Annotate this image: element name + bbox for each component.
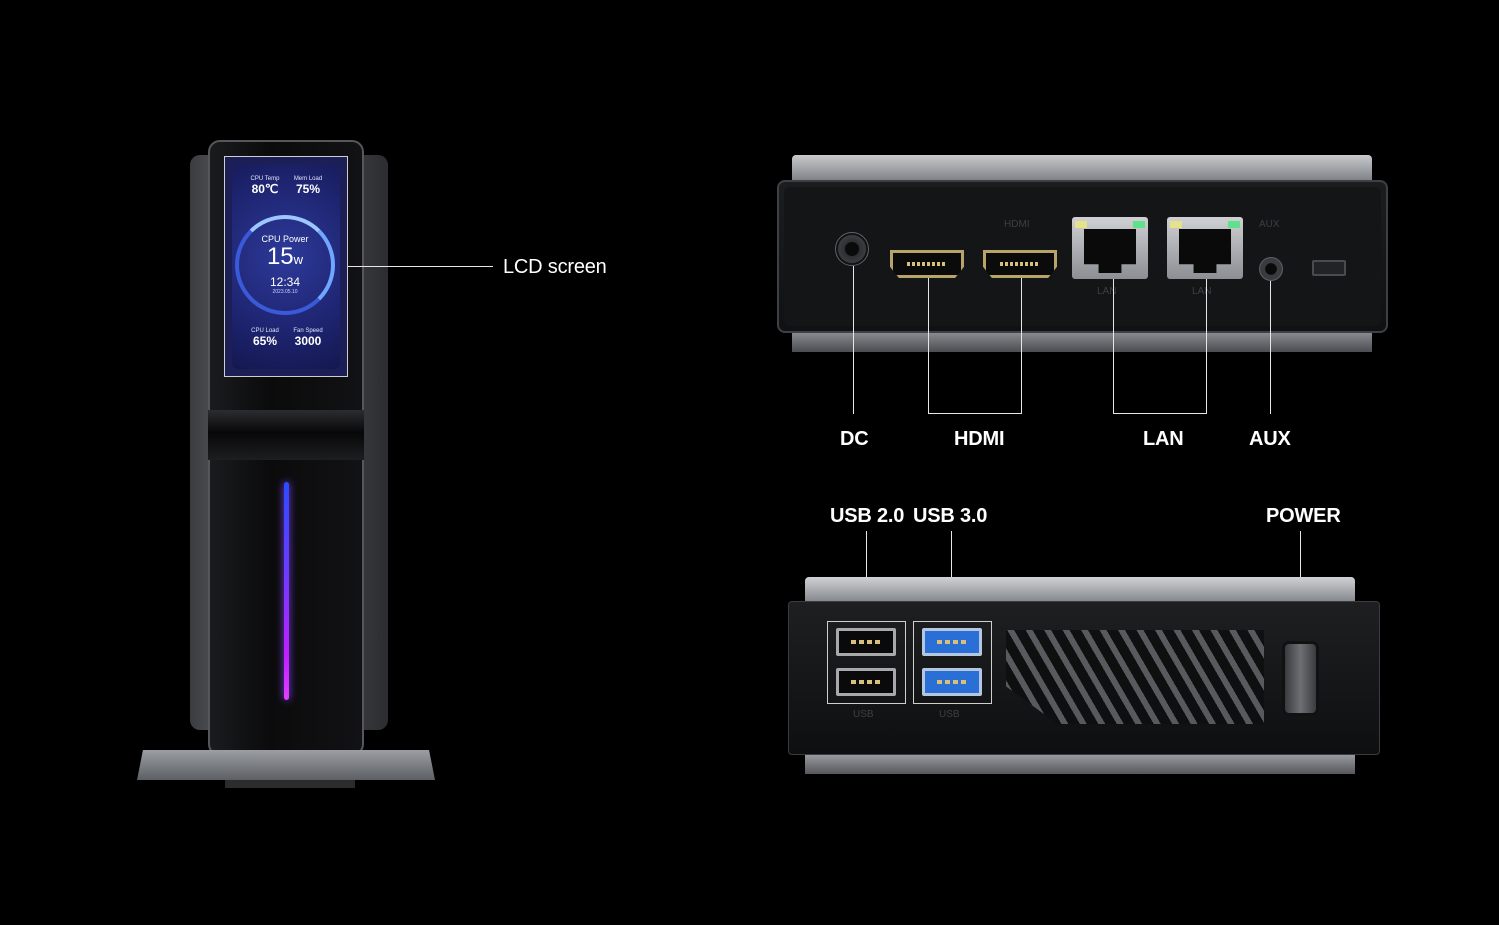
hdmi-port-1 xyxy=(890,250,964,278)
lan-led-right xyxy=(1133,221,1145,228)
cpu-load-label: CPU Load xyxy=(251,328,279,334)
lan-led-left xyxy=(1170,221,1182,228)
dc-callout-line xyxy=(853,266,854,414)
hdmi-pins xyxy=(1000,262,1040,266)
security-lock-slot xyxy=(1312,260,1346,276)
hdmi-callout-line-right xyxy=(1021,278,1022,414)
lcd-fan-speed: Fan Speed 3000 xyxy=(285,328,331,348)
cpu-power-label: CPU Power xyxy=(261,234,309,244)
cpu-temp-label: CPU Temp xyxy=(250,176,280,182)
lan-port-1 xyxy=(1072,217,1148,279)
lcd-cpu-temp: CPU Temp 80℃ xyxy=(242,176,288,196)
fan-speed-label: Fan Speed xyxy=(293,328,323,334)
usb2-port-1 xyxy=(836,628,896,656)
cpu-power-unit: w xyxy=(293,252,304,267)
mem-load-label: Mem Load xyxy=(293,176,323,182)
front-top-edge xyxy=(805,577,1355,603)
lcd-time: 12:34 xyxy=(269,275,301,289)
hdmi-callout-line-left xyxy=(928,278,929,414)
usb3-label: USB 3.0 xyxy=(913,505,988,527)
aux-callout-line xyxy=(1270,281,1271,414)
vent-grille xyxy=(1006,630,1264,724)
tower-stand-foot xyxy=(225,780,355,788)
dc-label: DC xyxy=(840,428,869,450)
mem-load-value: 75% xyxy=(295,182,321,196)
fan-speed-value: 3000 xyxy=(294,334,322,348)
aux-port xyxy=(1259,257,1283,281)
lan-socket xyxy=(1179,229,1231,273)
hdmi-callout-bracket xyxy=(928,413,1022,414)
cpu-temp-value: 80℃ xyxy=(251,182,279,196)
usb2-callout-line xyxy=(866,531,867,622)
usb3-port-1 xyxy=(922,628,982,656)
aux-label: AUX xyxy=(1249,428,1291,450)
usb2-port-2 xyxy=(836,668,896,696)
power-button xyxy=(1282,641,1319,716)
usb3-port-2 xyxy=(922,668,982,696)
cpu-load-value: 65% xyxy=(252,334,278,348)
tower-band xyxy=(208,410,364,460)
power-label: POWER xyxy=(1266,505,1341,527)
cpu-power-readout: 15w xyxy=(235,244,335,273)
rear-bottom-edge xyxy=(792,332,1372,352)
dc-port xyxy=(835,232,869,266)
usb2-group xyxy=(827,621,906,704)
aux-silkscreen: AUX xyxy=(1259,219,1280,230)
lan-port-2 xyxy=(1167,217,1243,279)
usb2-label: USB 2.0 xyxy=(830,505,905,527)
lcd-mem-load: Mem Load 75% xyxy=(285,176,331,196)
cpu-power-gauge xyxy=(235,215,335,315)
lan-silkscreen-2: LAN xyxy=(1192,286,1212,297)
lan-callout-bracket xyxy=(1113,413,1207,414)
hdmi-pins xyxy=(907,262,947,266)
rgb-light-bar xyxy=(284,482,289,700)
lan-silkscreen-1: LAN xyxy=(1097,286,1117,297)
lcd-date: 2023.05.10 xyxy=(272,289,298,295)
lcd-screen-label: LCD screen xyxy=(503,256,607,278)
usb-pins xyxy=(937,640,967,644)
usb-pins xyxy=(851,640,881,644)
lcd-cpu-load: CPU Load 65% xyxy=(242,328,288,348)
front-bottom-edge xyxy=(805,754,1355,774)
lan-led-left xyxy=(1075,221,1087,228)
lan-socket xyxy=(1084,229,1136,273)
tower-stand xyxy=(137,750,435,780)
hdmi-label: HDMI xyxy=(954,428,1005,450)
usb3-group xyxy=(913,621,992,704)
lan-label: LAN xyxy=(1143,428,1184,450)
usb-pins xyxy=(937,680,967,684)
lan-callout-line-right xyxy=(1206,279,1207,414)
usb2-silkscreen: USB xyxy=(853,709,874,720)
rear-top-edge xyxy=(792,155,1372,181)
lan-callout-line-left xyxy=(1113,279,1114,414)
cpu-power-value: 15 xyxy=(266,243,294,270)
hdmi-port-2 xyxy=(983,250,1057,278)
lan-led-right xyxy=(1228,221,1240,228)
usb3-silkscreen: USB xyxy=(939,709,960,720)
usb3-callout-line xyxy=(951,531,952,622)
lcd-center-readout: CPU Power 15w 12:34 2023.05.10 xyxy=(235,234,335,295)
usb-pins xyxy=(851,680,881,684)
lcd-callout-line xyxy=(348,266,493,267)
hdmi-silkscreen: HDMI xyxy=(1004,219,1030,230)
